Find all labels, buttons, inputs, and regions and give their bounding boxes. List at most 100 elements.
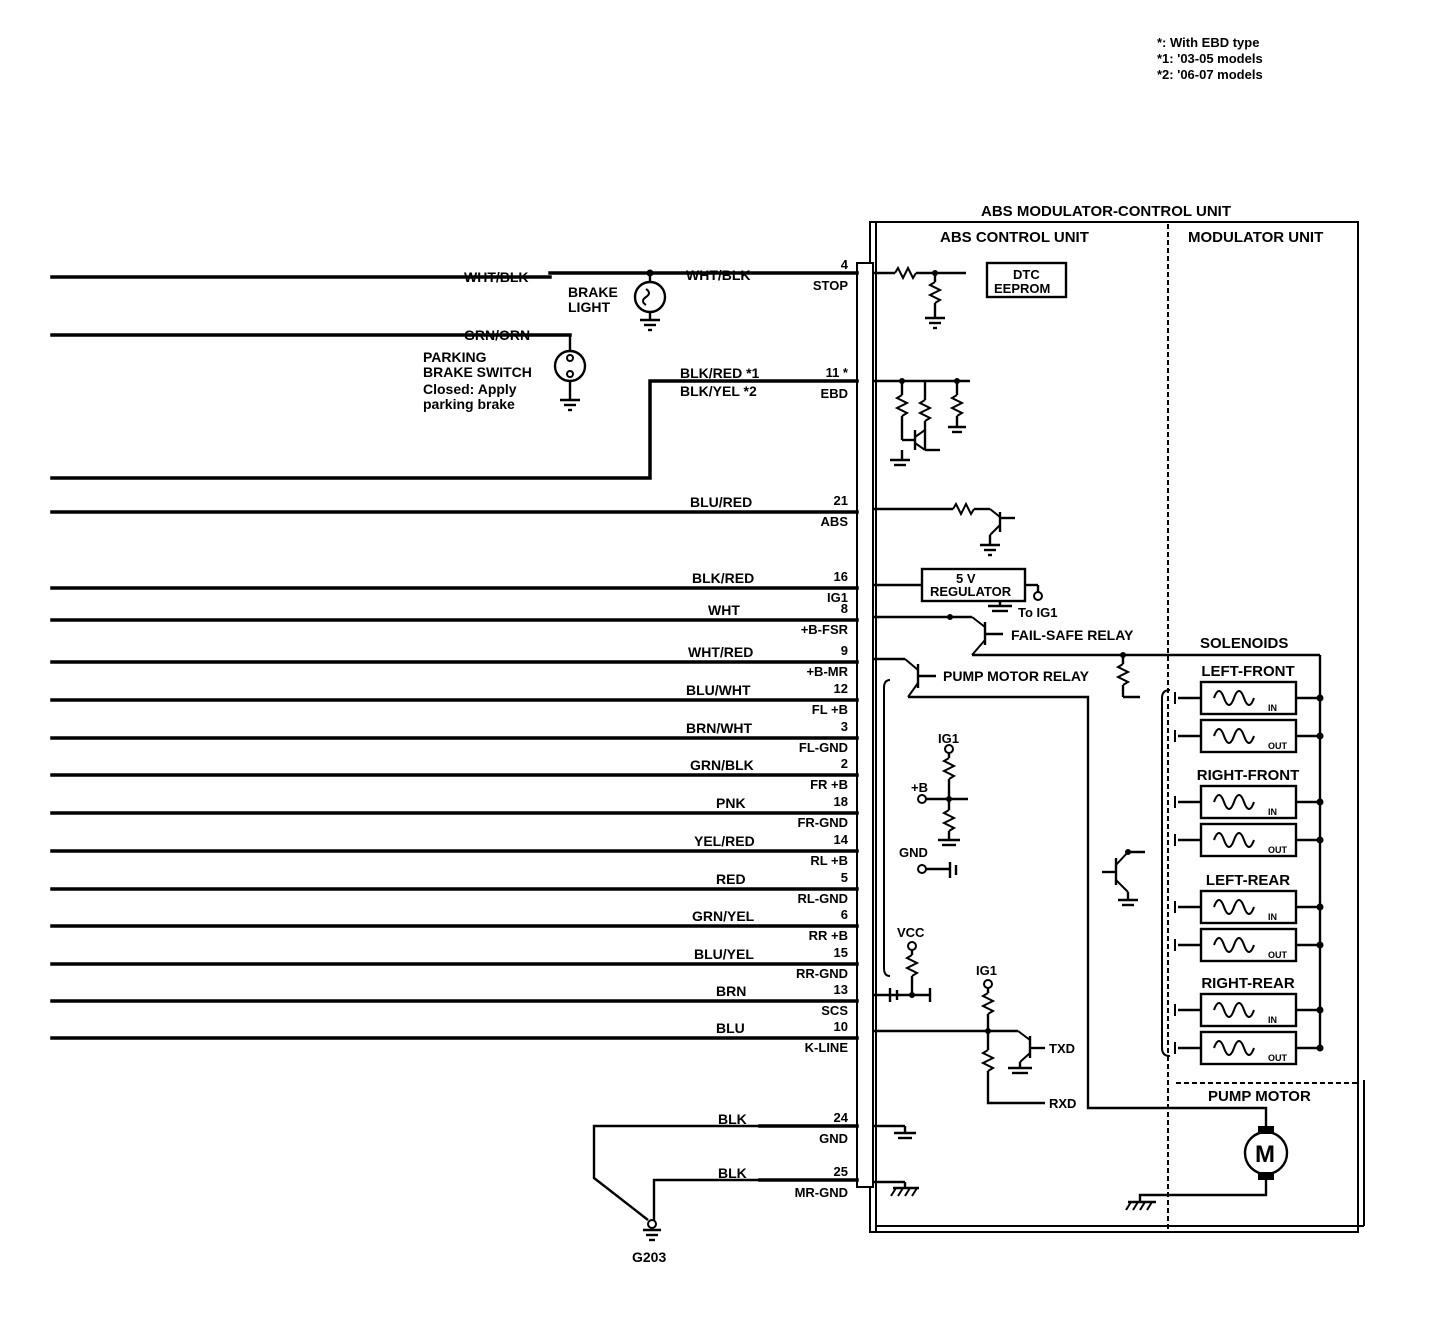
ig1-kline-label: IG1: [976, 963, 997, 978]
note-model-1: *1: '03-05 models: [1157, 51, 1263, 66]
wire-color-label: BLU: [716, 1020, 745, 1036]
pin-number: 10: [834, 1019, 848, 1034]
pin-name: RR-GND: [796, 966, 848, 981]
motor-symbol: M: [1255, 1141, 1275, 1168]
regulator-label-2: REGULATOR: [930, 584, 1012, 599]
vcc-label: VCC: [897, 925, 925, 940]
pump-feed-wire: [908, 695, 1268, 1126]
ig1-sense-label: IG1: [938, 731, 959, 746]
pin-number: 24: [834, 1110, 849, 1125]
pin-number: 12: [834, 681, 848, 696]
pin-name: FR-GND: [797, 815, 848, 830]
coil-icon: [1213, 899, 1255, 915]
parking-label-4: parking brake: [423, 396, 515, 412]
pin-number: 6: [841, 907, 848, 922]
regulator-label-1: 5 V: [956, 571, 976, 586]
wire-color-label: YEL/RED: [694, 833, 755, 849]
pin-number: 13: [834, 982, 848, 997]
coil-icon: [1213, 690, 1255, 706]
note-model-2: *2: '06-07 models: [1157, 67, 1263, 82]
pin-name: ABS: [821, 514, 849, 529]
solenoid-coil-box: [1199, 992, 1298, 1028]
wire-label-ebd-2: BLK/YEL *2: [680, 383, 757, 399]
wire-label-stop-right: WHT/BLK: [686, 267, 751, 283]
pin-name: SCS: [821, 1003, 848, 1018]
pin-name: IG1: [827, 590, 848, 605]
wire-color-label: BLU/YEL: [694, 946, 754, 962]
dtc-label: DTC: [1013, 267, 1040, 282]
pin-name: RR +B: [809, 928, 848, 943]
coil-port-label: IN: [1268, 1015, 1277, 1025]
wire-color-label: BLK: [718, 1165, 747, 1181]
coil-icon: [1213, 937, 1255, 953]
brake-light-label-2: LIGHT: [568, 299, 610, 315]
coil-icon: [1213, 1002, 1255, 1018]
modulator-unit-label: MODULATOR UNIT: [1188, 229, 1323, 246]
wire-color-label: BRN: [716, 983, 746, 999]
pin-name: FL-GND: [799, 740, 848, 755]
ground-wire-gnd: [592, 1124, 760, 1221]
gnd-label: GND: [899, 845, 928, 860]
pin-name: MR-GND: [795, 1185, 848, 1200]
pin-name: RL-GND: [797, 891, 848, 906]
wire-color-label: BLU/RED: [690, 494, 752, 510]
wire-color-label: RED: [716, 871, 746, 887]
unit-outline: [869, 221, 1359, 1233]
brake-light-bulb-icon: [633, 280, 667, 314]
fail-safe-relay-label: FAIL-SAFE RELAY: [1011, 627, 1134, 643]
pin-name: FR +B: [810, 777, 848, 792]
wire-color-label: BLK/RED: [692, 570, 754, 586]
eeprom-label: EEPROM: [994, 281, 1050, 296]
coil-port-label: OUT: [1268, 950, 1288, 960]
valve-label: RIGHT-REAR: [1201, 975, 1295, 992]
pin-number: 18: [834, 794, 848, 809]
pin-name: RL +B: [810, 853, 848, 868]
plus-b-label: +B: [911, 780, 928, 795]
ground-label: G203: [632, 1249, 666, 1265]
wire-color-label: GRN/YEL: [692, 908, 755, 924]
pin-number: 25: [834, 1164, 848, 1179]
pin-number: 9: [841, 643, 848, 658]
coil-port-label: OUT: [1268, 741, 1288, 751]
pin-number: 4: [841, 257, 849, 272]
ground-wire-mr-gnd: [652, 1178, 760, 1220]
coil-port-label: OUT: [1268, 845, 1288, 855]
unit-title: ABS MODULATOR-CONTROL UNIT: [981, 203, 1231, 220]
valve-label: RIGHT-FRONT: [1197, 767, 1300, 784]
pin-name: K-LINE: [805, 1040, 849, 1055]
pin-name: GND: [819, 1131, 848, 1146]
wire-color-label: BLK: [718, 1111, 747, 1127]
control-unit-label: ABS CONTROL UNIT: [940, 229, 1089, 246]
wire-ebd: [50, 379, 859, 480]
coil-port-label: OUT: [1268, 1053, 1288, 1063]
valve-label: LEFT-REAR: [1206, 872, 1290, 889]
pump-motor-label: PUMP MOTOR: [1208, 1088, 1311, 1105]
coil-icon: [1213, 1040, 1255, 1056]
pin-name: EBD: [821, 386, 848, 401]
pin-number: 8: [841, 601, 848, 616]
pin-number: 21: [834, 493, 848, 508]
pin-number: 14: [834, 832, 849, 847]
solenoid-coil-box: [1199, 784, 1298, 820]
to-ig1-label: To IG1: [1018, 605, 1057, 620]
wire-color-label: GRN/BLK: [690, 757, 754, 773]
parking-label-1: PARKING: [423, 349, 487, 365]
pump-motor-relay-label: PUMP MOTOR RELAY: [943, 668, 1090, 684]
pin-name: STOP: [813, 278, 848, 293]
pin-name: +B-FSR: [801, 622, 849, 637]
wire-label-stop-left: WHT/BLK: [464, 269, 529, 285]
coil-port-label: IN: [1268, 703, 1277, 713]
connector-block: [856, 262, 874, 1188]
wire-color-label: WHT: [708, 602, 740, 618]
coil-port-label: IN: [1268, 807, 1277, 817]
pin-name: FL +B: [812, 702, 848, 717]
wire-color-label: BLU/WHT: [686, 682, 751, 698]
wire-color-label: WHT/RED: [688, 644, 753, 660]
pin-name: +B-MR: [806, 664, 848, 679]
solenoid-coil-box: [1199, 680, 1298, 716]
rxd-label: RXD: [1049, 1096, 1076, 1111]
parking-label-3: Closed: Apply: [423, 381, 517, 397]
coil-icon: [1213, 832, 1255, 848]
